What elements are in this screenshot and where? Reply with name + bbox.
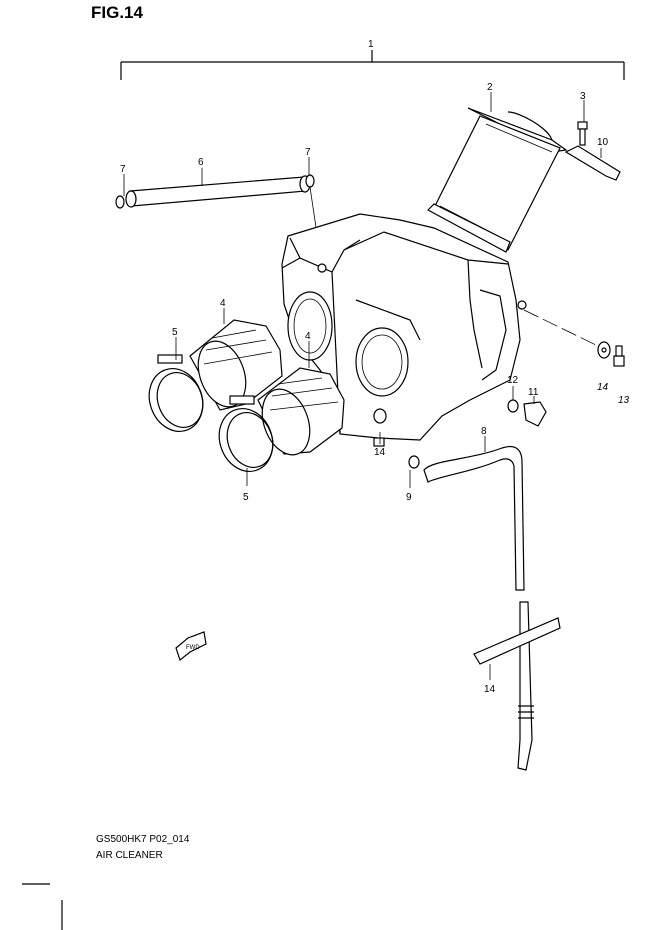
leader-lines: [123, 92, 602, 680]
crop-marks: [22, 883, 63, 930]
washer: [597, 341, 611, 359]
callout-1: 1: [368, 39, 374, 50]
breather-tube: [115, 174, 323, 269]
callout-2: 2: [487, 82, 493, 93]
air-cleaner-case: [281, 213, 527, 441]
lower-drain-hose: [517, 601, 534, 771]
callout-13: 13: [618, 395, 630, 406]
hose-bracket: [473, 617, 561, 665]
callout-4-lower: 4: [305, 331, 311, 342]
fwd-arrow-icon: FWD: [175, 631, 207, 662]
clamp-right: [305, 174, 315, 188]
screw: [577, 121, 588, 146]
bolt: [613, 345, 625, 367]
callout-12: 12: [507, 375, 519, 386]
callout-11: 11: [528, 387, 539, 398]
intake-boot-lower: [257, 367, 345, 456]
callout-8: 8: [481, 426, 487, 437]
diagram-name: AIR CLEANER: [96, 850, 163, 861]
drain-plug: [523, 401, 547, 427]
callout-9: 9: [406, 492, 412, 503]
fwd-label: FWD: [186, 645, 200, 651]
drain-hose: [423, 445, 525, 591]
callout-3: 3: [580, 91, 586, 102]
callout-6: 6: [198, 157, 204, 168]
clip: [507, 399, 519, 413]
callout-14-case: 14: [374, 447, 386, 458]
intake-boot-upper: [189, 319, 283, 411]
air-filter-element: [427, 107, 568, 253]
callout-7-left: 7: [120, 164, 126, 175]
case-clamp: [373, 408, 387, 447]
callout-7-right: 7: [305, 147, 311, 158]
small-clamp: [408, 455, 420, 469]
callout-10: 10: [597, 137, 609, 148]
assembly-bracket: [120, 50, 625, 80]
callout-14-washer: 14: [597, 382, 609, 393]
callout-4-upper: 4: [220, 298, 226, 309]
clamp-left: [115, 195, 125, 209]
callout-5-lower: 5: [243, 492, 249, 503]
callout-5-upper: 5: [172, 327, 178, 338]
hose-clamp-lower: [218, 395, 274, 472]
hose-clamp-upper: [148, 354, 204, 432]
holder-strap: [564, 145, 621, 181]
callout-14-bracket: 14: [484, 684, 496, 695]
diagram-code: GS500HK7 P02_014: [96, 834, 190, 845]
figure-title: FIG.14: [91, 3, 143, 22]
